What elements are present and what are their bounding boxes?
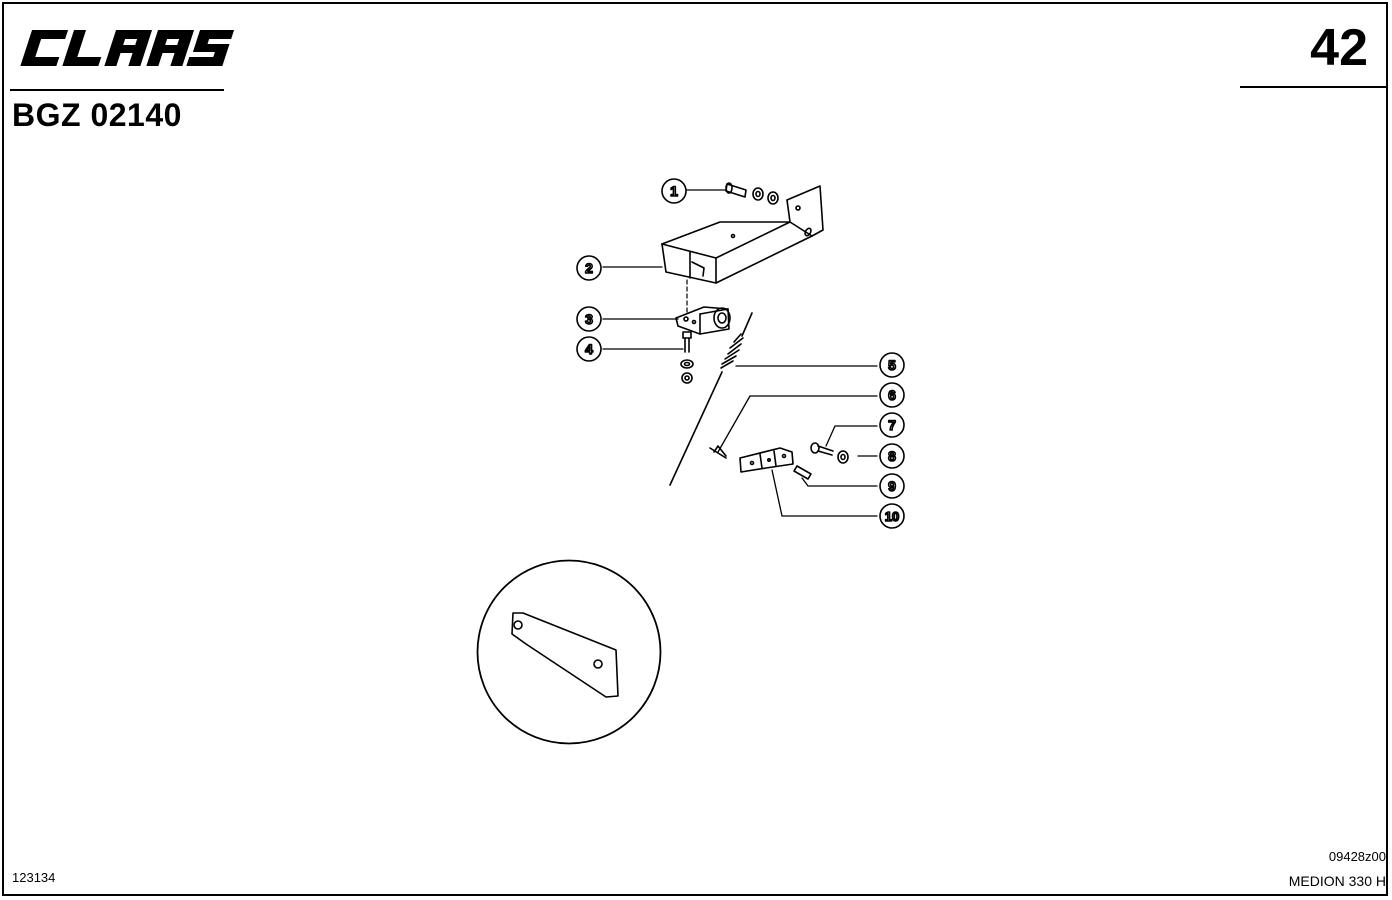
part-2-bracket <box>661 185 824 284</box>
part-1-bolt-washer-nut <box>725 182 779 205</box>
claas-logo <box>20 30 234 66</box>
detail-inset <box>476 559 662 745</box>
leader-lines <box>602 189 878 517</box>
callout-4-label: 4 <box>585 341 593 357</box>
callout-5: 5 <box>879 352 905 378</box>
callout-1: 1 <box>661 178 687 204</box>
drawing-reference: 09428z00 <box>1328 849 1386 864</box>
callout-9-label: 9 <box>888 478 896 494</box>
sheet-reference-number: 123134 <box>12 870 56 885</box>
callout-10-label: 10 <box>885 509 899 524</box>
part-9-pin <box>793 465 812 480</box>
part-7-bolt <box>810 442 834 456</box>
page-number: 42 <box>1310 19 1368 77</box>
header-rule-right <box>1240 86 1386 88</box>
part-10-lever-plate <box>739 447 794 473</box>
part-5-spring-rod <box>669 312 753 486</box>
callout-2: 2 <box>576 255 602 281</box>
callout-10: 10 <box>879 503 905 529</box>
document-code: BGZ 02140 <box>12 97 182 133</box>
callout-6: 6 <box>879 382 905 408</box>
callout-1-label: 1 <box>670 183 678 199</box>
callout-7: 7 <box>879 412 905 438</box>
callout-2-label: 2 <box>585 260 593 276</box>
part-6-split-pin <box>709 445 727 459</box>
callout-7-label: 7 <box>888 417 896 433</box>
callout-8-label: 8 <box>888 448 896 464</box>
header-rule-left <box>10 89 224 91</box>
part-3-pivot-block <box>675 306 731 335</box>
callout-6-label: 6 <box>888 387 896 403</box>
callout-9: 9 <box>879 473 905 499</box>
part-4-bolt-washer-nut <box>680 331 694 384</box>
callout-4: 4 <box>576 336 602 362</box>
callout-5-label: 5 <box>888 357 896 373</box>
callout-3: 3 <box>576 306 602 332</box>
machine-model: MEDION 330 H <box>1288 873 1386 889</box>
callout-8: 8 <box>879 443 905 469</box>
part-8-washer <box>837 450 849 464</box>
callout-3-label: 3 <box>585 311 593 327</box>
